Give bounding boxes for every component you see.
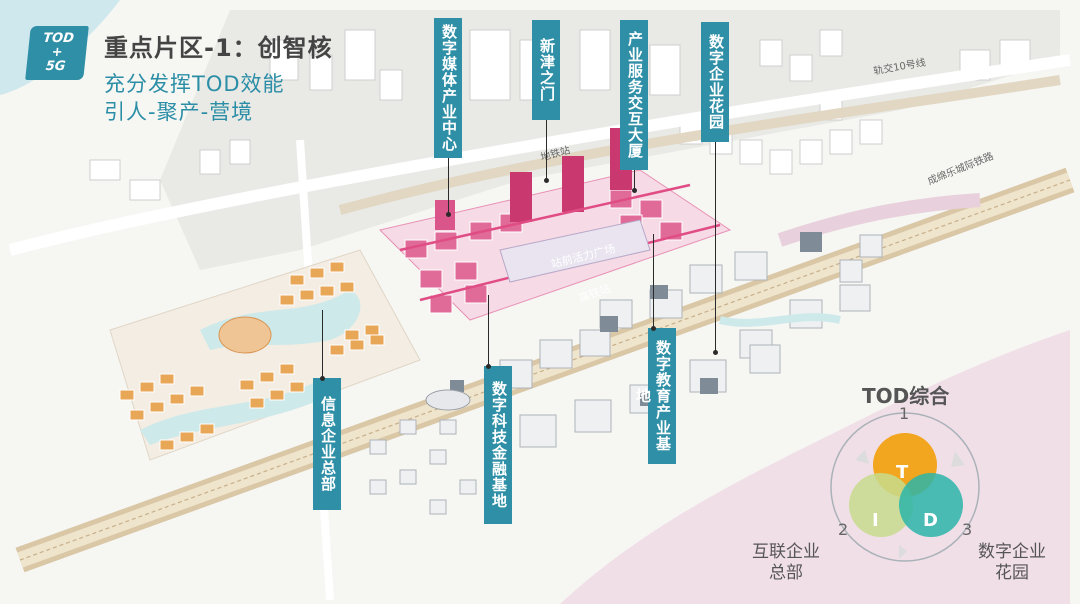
venn-title: TOD综合 [862,384,950,408]
venn-number-1: 1 [899,404,910,423]
tod-5g-badge: TOD + 5G [25,26,89,80]
arrow-icon [951,451,965,467]
venn-caption-line: 互联企业 [752,542,820,562]
callout-industry-service: 产业服务交互大厦 [620,20,648,170]
callout-info-hq: 信息企业总部 [313,378,341,510]
venn-circle-i [849,473,913,537]
venn-caption-line: 总部 [769,563,803,583]
subtitle-line-2: 引人-聚产-营境 [104,100,254,124]
venn-number-2: 2 [838,520,849,539]
leader-line [446,158,451,217]
leader-line [486,295,491,369]
callout-digital-media: 数字媒体产业中心 [434,18,462,158]
venn-circle-d [899,473,963,537]
venn-caption-line: 花园 [995,563,1029,583]
arrow-icon [899,545,907,559]
arrow-icon [855,450,869,464]
venn-caption-right: 数字企业 花园 [978,542,1046,584]
leader-line [632,170,637,193]
badge-line: TOD [42,31,75,46]
leader-line [713,142,718,355]
badge-line: 5G [44,59,67,74]
callout-xinjin-gate: 新津之门 [532,20,560,120]
venn-letter-t: T [896,462,909,483]
leader-line [544,120,549,183]
tod-venn-diagram [830,412,980,562]
leader-line [651,234,656,331]
venn-caption-left: 互联企业 总部 [752,542,820,584]
venn-letter-i: I [872,510,879,531]
callout-digital-education: 数字教育产业基地 [634,328,676,464]
leader-line [320,310,325,381]
venn-caption-line: 数字企业 [978,542,1046,562]
callout-digital-enterprise-garden: 数字企业花园 [701,22,729,142]
venn-number-3: 3 [962,520,973,539]
badge-line: + [50,45,64,60]
venn-letter-d: D [923,510,938,531]
page-title: 重点片区-1：创智核 [104,34,333,62]
subtitle-line-1: 充分发挥TOD效能 [104,72,285,96]
callout-digital-fintech: 数字科技金融基地 [484,366,512,524]
